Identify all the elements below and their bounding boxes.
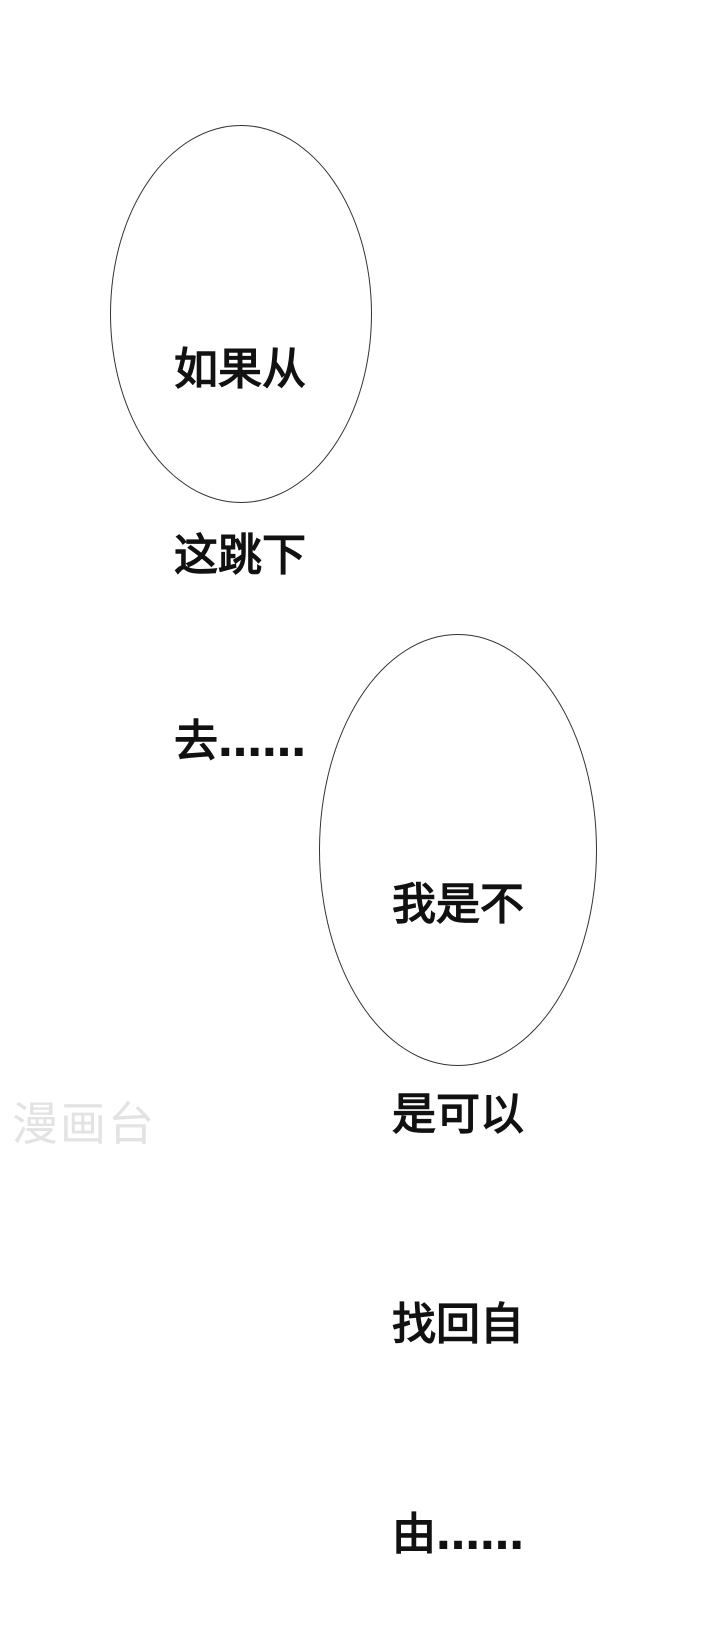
speech-bubble-2 [319,634,597,1066]
bubble-2-line-3: 找回自 [392,1299,524,1350]
bubble-2-line-1: 我是不 [392,879,524,930]
speech-bubble-1 [110,125,372,503]
bubble-2-line-2: 是可以 [392,1089,524,1140]
bubble-2-text: 我是不 是可以 找回自 由…… [392,730,524,1640]
bubble-1-text: 如果从 这跳下 去…… [174,215,306,835]
bubble-2-line-4: 由…… [392,1509,524,1560]
bubble-1-line-1: 如果从 [174,344,306,395]
watermark-logo: 漫画台 [12,1097,156,1151]
bubble-1-line-2: 这跳下 [174,530,306,581]
bubble-1-line-3: 去…… [174,716,306,767]
